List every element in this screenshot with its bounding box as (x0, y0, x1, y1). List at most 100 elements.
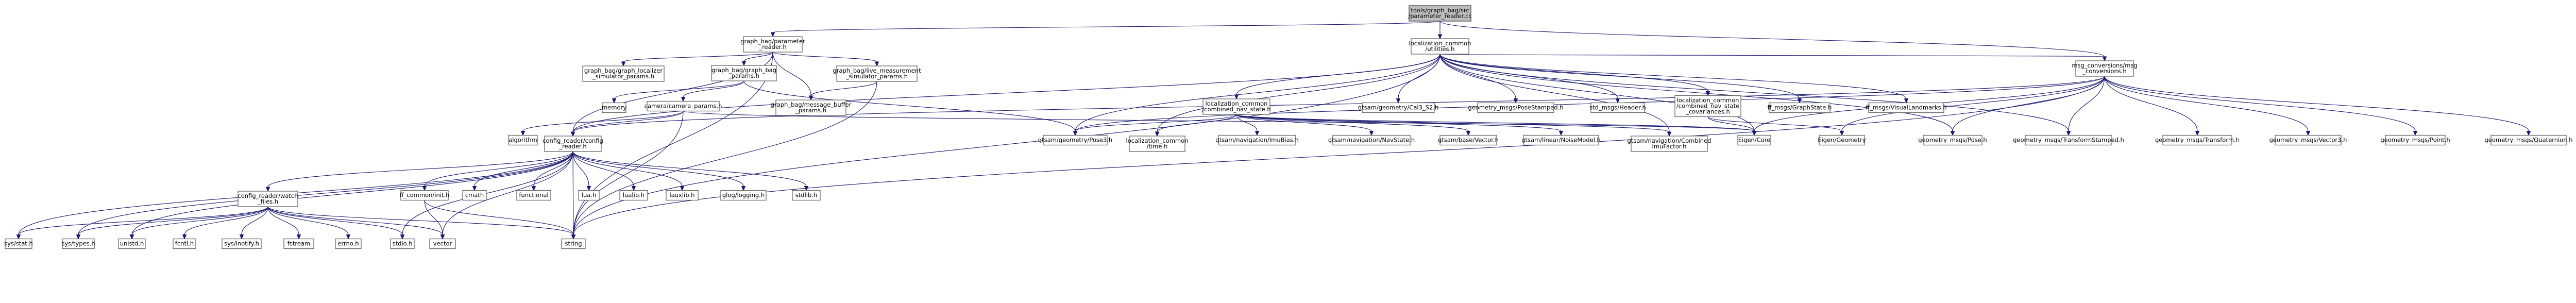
header-node[interactable]: ff_msgs/VisualLandmarks.h (1866, 102, 1947, 113)
node-label: /parameter_reader.cc (1408, 12, 1471, 20)
header-node[interactable]: string (561, 238, 586, 249)
node-label: algorithm (509, 137, 537, 144)
header-node[interactable]: graph_bag/parameter_reader.h (740, 36, 805, 53)
node-label: gtsam/navigation/Combined (1628, 137, 1711, 144)
node-box (2385, 134, 2446, 146)
node-label: geometry_msgs/Point.h (2380, 137, 2450, 144)
node-label: _files.h (257, 198, 278, 205)
node-label: graph_bag/live_measurement (833, 67, 921, 74)
header-node[interactable]: localization_common/combined_nav_state_c… (1674, 95, 1741, 117)
header-node[interactable]: geometry_msgs/Vector3.h (2269, 134, 2347, 146)
node-label: /utilities.h (1426, 45, 1455, 53)
node-box (1868, 102, 1944, 113)
header-node[interactable]: vector (429, 238, 456, 249)
dependency-edge (612, 80, 744, 104)
node-box (1362, 102, 1435, 113)
node-box (1477, 102, 1554, 113)
header-node[interactable]: config_reader/watch_files.h (238, 191, 298, 207)
node-label: localization_common (1677, 97, 1739, 104)
node-box (1674, 95, 1741, 117)
root-file-node[interactable]: tools/graph_bag/src/parameter_reader.cc (1408, 5, 1472, 22)
node-label: geometry_msgs/Quaternion.h (2484, 137, 2572, 144)
node-box (1769, 102, 1831, 113)
node-label: sys/inotify.h (224, 240, 259, 247)
header-node[interactable]: geometry_msgs/Point.h (2380, 134, 2450, 146)
header-node[interactable]: geometry_msgs/Transform.h (2155, 134, 2240, 146)
dependency-edge (1073, 76, 2105, 136)
node-label: gtsam/linear/NoiseModel.h (1521, 137, 1601, 144)
header-node[interactable]: stdio.h (390, 238, 415, 249)
edges-layer (16, 21, 2531, 240)
header-node[interactable]: gtsam/geometry/Pose3.h (1038, 134, 1112, 146)
header-node[interactable]: localization_common/utilities.h (1409, 38, 1471, 55)
header-node[interactable]: unistd.h (118, 238, 146, 249)
node-label: gtsam/geometry/Cal3_S2.h (1358, 104, 1438, 111)
header-node[interactable]: stdlib.h (792, 190, 821, 201)
node-label: Eigen/Core (1738, 137, 1771, 144)
node-label: gtsam/base/Vector.h (1438, 137, 1499, 144)
node-box (561, 238, 586, 249)
node-box (1923, 134, 1982, 146)
header-node[interactable]: lauxlib.h (666, 190, 699, 201)
node-label: _conversions.h (2082, 68, 2126, 75)
header-node[interactable]: gtsam/linear/NoiseModel.h (1521, 134, 1601, 146)
node-label: gtsam/navigation/ImuBias.h (1215, 137, 1298, 144)
header-node[interactable]: sys/types.h (61, 238, 95, 249)
header-node[interactable]: camera/camera_params.h (645, 100, 722, 112)
header-node[interactable]: fcntl.h (173, 238, 196, 249)
header-node[interactable]: Eigen/Core (1737, 134, 1771, 146)
header-node[interactable]: lua.h (578, 190, 600, 201)
header-node[interactable]: config_reader/config_reader.h (543, 136, 603, 152)
node-box (647, 100, 720, 112)
header-node[interactable]: functional (516, 190, 551, 201)
node-label: ff_msgs/VisualLandmarks.h (1866, 104, 1947, 111)
dependency-edge (741, 52, 773, 66)
header-node[interactable]: graph_bag/graph_bag_params.h (711, 65, 777, 81)
header-node[interactable]: fstream (283, 238, 314, 249)
header-node[interactable]: ff_msgs/GraphState.h (1768, 102, 1832, 113)
header-node[interactable]: sys/stat.h (4, 238, 33, 249)
header-node[interactable]: errno.h (335, 238, 362, 249)
header-node[interactable]: gtsam/navigation/NavState.h (1328, 134, 1415, 146)
dependency-edge (1439, 54, 1909, 104)
header-node[interactable]: cmath (462, 190, 487, 201)
header-node[interactable]: memory (602, 102, 626, 113)
header-node[interactable]: localization_common/combined_nav_state.h (1202, 98, 1271, 115)
header-node[interactable]: lualib.h (619, 190, 648, 201)
dependency-edge (1155, 114, 1237, 137)
node-box (775, 99, 846, 116)
node-label: string (565, 240, 582, 247)
node-label: fstream (287, 240, 310, 247)
node-label: localization_common (1126, 137, 1189, 144)
header-node[interactable]: Eigen/Geometry (1818, 134, 1866, 146)
dependency-edge (2104, 76, 2311, 136)
header-node[interactable]: msg_conversions/msg_conversions.h (2072, 60, 2138, 77)
header-node[interactable]: graph_bag/message_buffer_params.h (771, 99, 852, 116)
node-box (400, 190, 449, 201)
header-node[interactable]: graph_bag/graph_localizer_simulator_para… (582, 65, 665, 82)
node-label: std_msgs/Header.h (1589, 104, 1646, 111)
dependency-edge (570, 54, 1440, 137)
header-node[interactable]: sys/inotify.h (222, 238, 262, 249)
header-node[interactable]: geometry_msgs/Pose.h (1918, 134, 1987, 146)
header-node[interactable]: ff_common/init.h (400, 190, 450, 201)
header-node[interactable]: gtsam/navigation/ImuBias.h (1215, 134, 1299, 146)
dependency-edge (182, 206, 268, 240)
header-node[interactable]: localization_common/time.h (1126, 136, 1189, 152)
header-node[interactable]: geometry_msgs/PoseStamped.h (1468, 102, 1564, 113)
header-node[interactable]: geometry_msgs/Quaternion.h (2484, 134, 2573, 146)
header-node[interactable]: gtsam/base/Vector.h (1438, 134, 1499, 146)
dependency-edge (1073, 114, 1237, 136)
header-node[interactable]: graph_bag/live_measurement_simulator_par… (833, 65, 921, 82)
header-node[interactable]: std_msgs/Header.h (1589, 102, 1646, 113)
node-box (1411, 38, 1469, 55)
header-node[interactable]: geometry_msgs/TransformStamped.h (2013, 134, 2124, 146)
dependency-edge (1236, 114, 1471, 136)
header-node[interactable]: gtsam/geometry/Cal3_S2.h (1358, 102, 1438, 113)
node-box (62, 238, 95, 249)
header-node[interactable]: glog/logging.h (720, 190, 767, 201)
nodes-layer: tools/graph_bag/src/parameter_reader.ccg… (4, 5, 2573, 249)
node-label: unistd.h (120, 240, 144, 247)
header-node[interactable]: algorithm (508, 134, 538, 146)
